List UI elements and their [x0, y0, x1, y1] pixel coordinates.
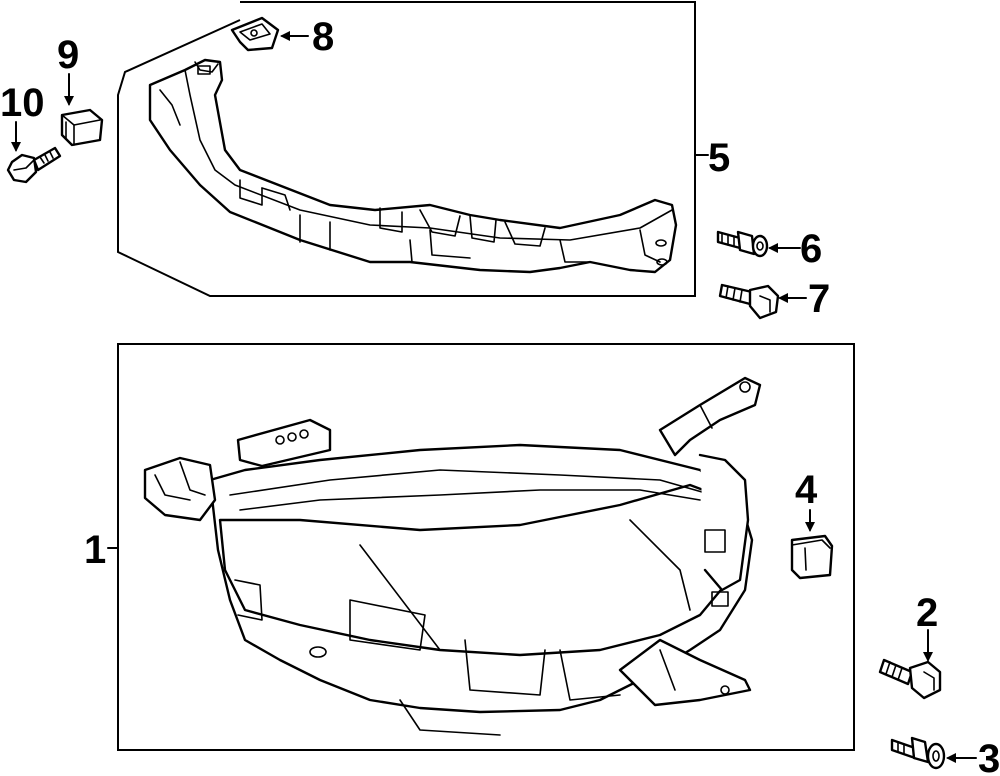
leader-arrows: [11, 31, 977, 763]
callout-9: 9: [57, 33, 79, 77]
bolt-part-2: [878, 658, 942, 700]
callout-3: 3: [978, 737, 1000, 776]
clip-nut-part-4: [790, 534, 834, 580]
bolt-part-7: [718, 283, 780, 320]
headlamp-group-box: [107, 343, 855, 751]
callout-6: 6: [800, 227, 822, 271]
bolt-washer-part-6: [716, 230, 769, 258]
bolt-washer-part-3: [890, 736, 946, 770]
callout-7: 7: [808, 277, 830, 321]
bolt-part-10: [6, 146, 62, 184]
bracket-group-box: [117, 1, 709, 297]
callout-8: 8: [312, 15, 334, 59]
headlamp-mounting-bracket: [148, 58, 678, 274]
callout-1: 1: [84, 528, 106, 572]
callout-5: 5: [708, 136, 730, 180]
callout-10: 10: [0, 81, 45, 125]
clip-part-9: [60, 108, 104, 147]
callout-2: 2: [916, 591, 938, 635]
headlamp-assembly: [143, 376, 762, 736]
clip-nut-part-8: [230, 16, 280, 52]
callout-4: 4: [795, 468, 818, 512]
